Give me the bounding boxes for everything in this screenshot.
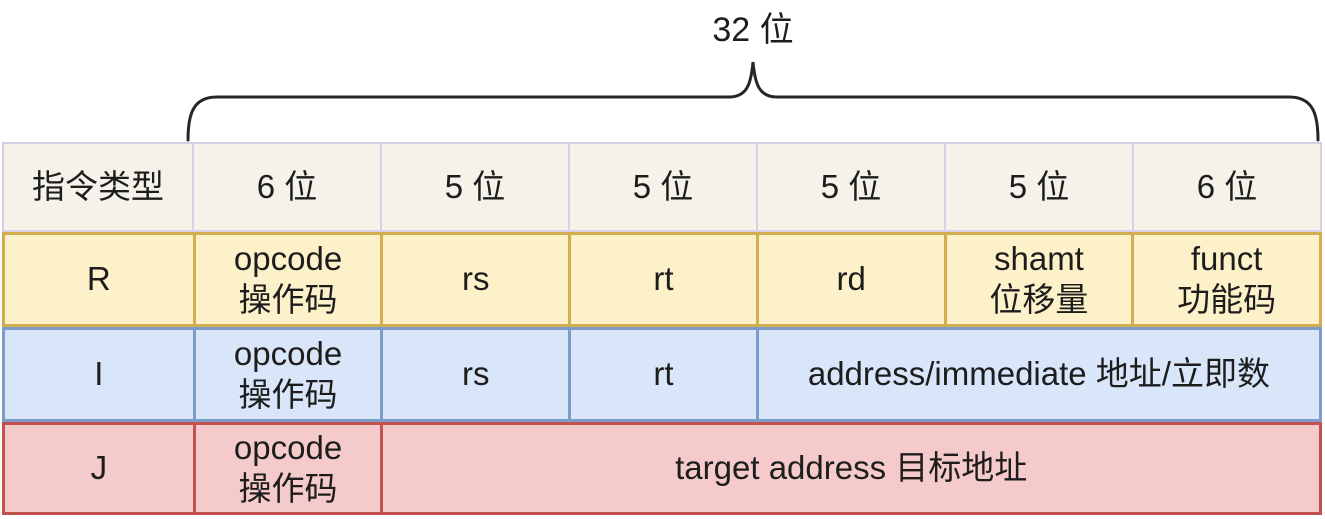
r-type-label: R (86, 260, 111, 298)
i-rt-cell: rt (568, 330, 756, 419)
header-cell-instruction-type: 指令类型 (32, 167, 164, 205)
header-cell-bits-6: 6 位 (192, 144, 380, 230)
j-target-address-cell: target address 目标地址 (380, 425, 1319, 512)
r-rd-cell: rd (755, 235, 944, 324)
header-cell-bits-5b: 5 位 (568, 144, 756, 230)
instruction-format-table: 指令类型 6 位 5 位 5 位 5 位 5 位 6 位 R opcode 操作… (2, 142, 1322, 515)
i-rs-cell: rs (380, 330, 568, 419)
header-cell-bits-5a: 5 位 (380, 144, 568, 230)
j-type-label: J (90, 449, 108, 487)
r-rs-cell: rs (380, 235, 568, 324)
table-row-r-type: R opcode 操作码 rs rt rd shamt 位移量 funct 功能… (2, 232, 1322, 327)
table-row-i-type: I opcode 操作码 rs rt address/immediate 地址/… (2, 327, 1322, 422)
i-type-label: I (94, 355, 104, 393)
r-rt-cell: rt (568, 235, 756, 324)
r-opcode-cell: opcode 操作码 (192, 235, 381, 324)
i-opcode-cell: opcode 操作码 (192, 330, 381, 419)
i-address-immediate-cell: address/immediate 地址/立即数 (755, 330, 1319, 419)
r-shamt-cell: shamt 位移量 (943, 235, 1132, 324)
curly-brace (186, 61, 1320, 142)
header-cell-bits-5c: 5 位 (756, 144, 944, 230)
header-cell-bits-5d: 5 位 (944, 144, 1132, 230)
table-header-row: 指令类型 6 位 5 位 5 位 5 位 5 位 6 位 (2, 142, 1322, 232)
j-opcode-cell: opcode 操作码 (192, 425, 381, 512)
r-funct-cell: funct 功能码 (1131, 235, 1319, 324)
table-row-j-type: J opcode 操作码 target address 目标地址 (2, 422, 1322, 515)
bit-width-caption: 32 位 (712, 11, 794, 49)
header-cell-bits-6b: 6 位 (1132, 144, 1320, 230)
